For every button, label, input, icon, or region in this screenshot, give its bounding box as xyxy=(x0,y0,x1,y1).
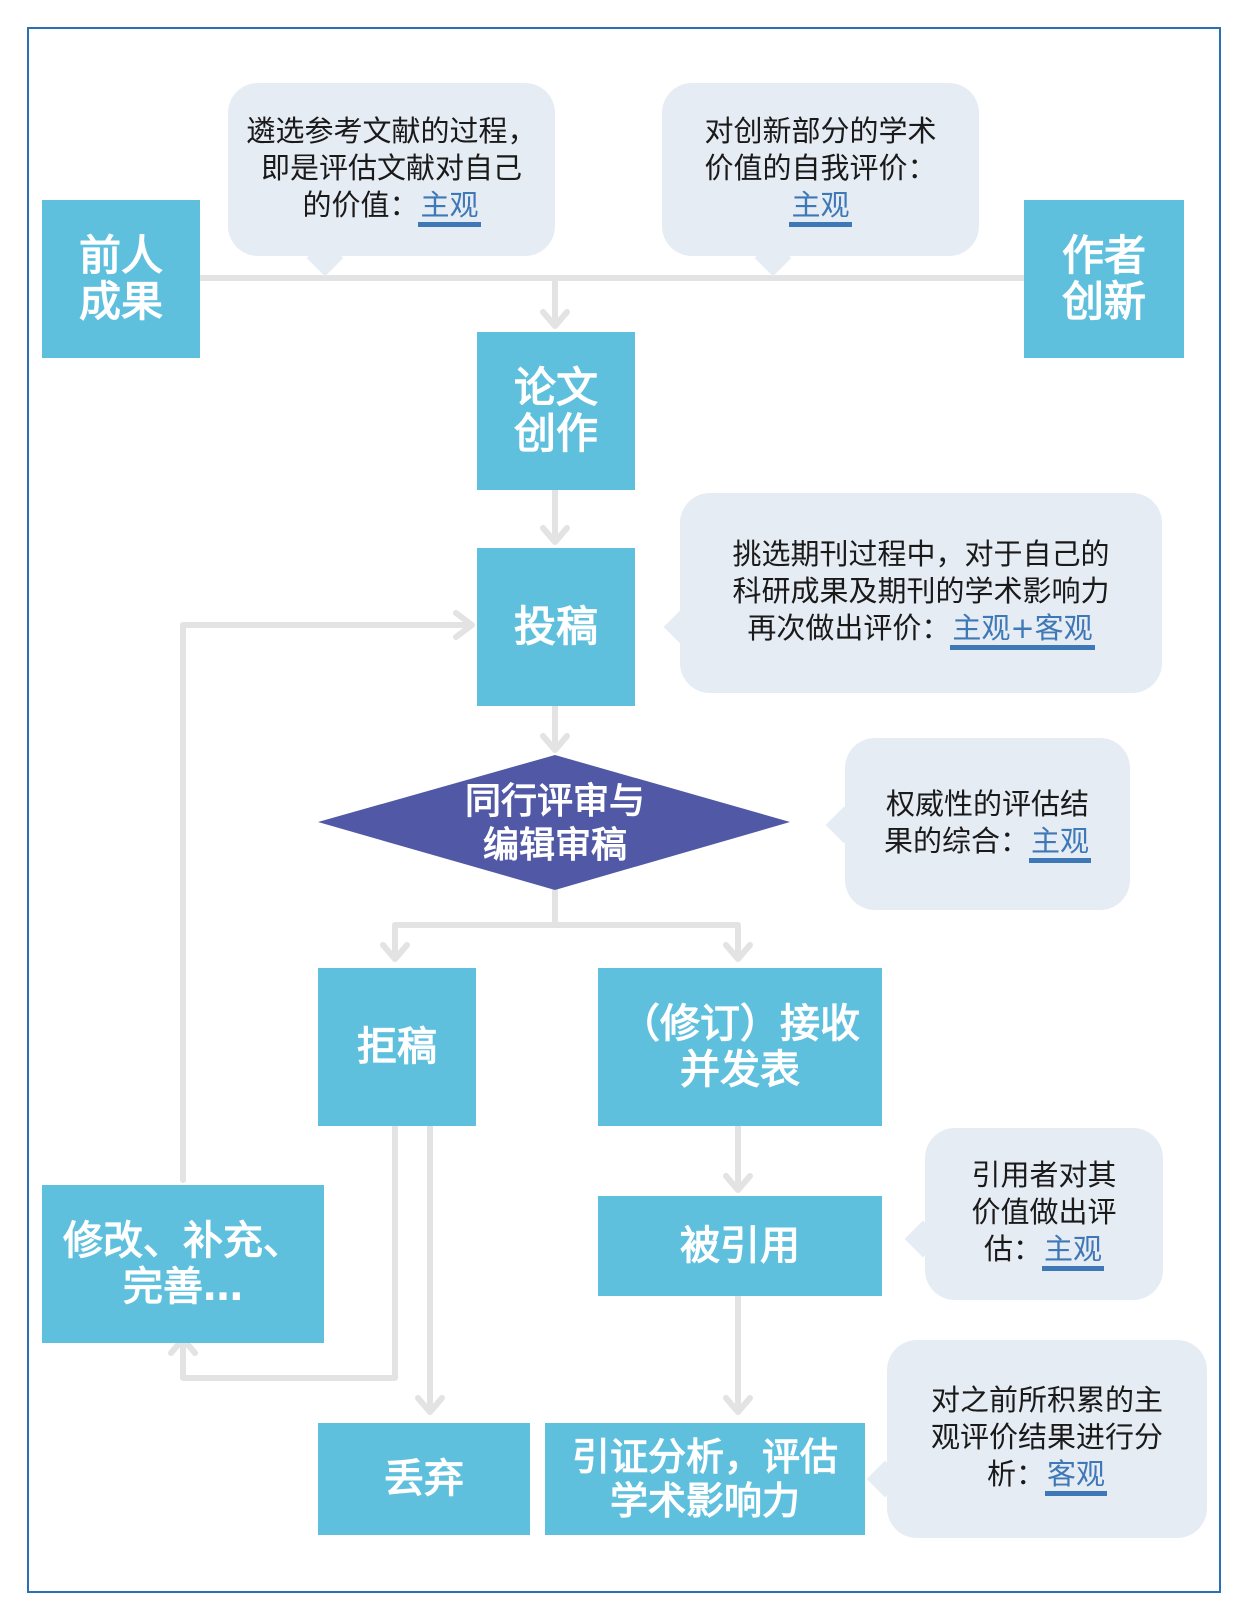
note-analysis: 对之前所积累的主 观评价结果进行分 析：客观 xyxy=(887,1340,1207,1538)
note-references: 遴选参考文献的过程， 即是评估文献对自己 的价值：主观 xyxy=(228,83,555,256)
review-diamond-label: 同行评审与 编辑审稿 xyxy=(464,781,645,866)
arrowhead-submission-loop xyxy=(453,610,475,640)
arrowhead-rejection xyxy=(380,942,410,962)
node-prior-results: 前人 成果 xyxy=(42,200,200,358)
note-journal-selection: 挑选期刊过程中，对于自己的 科研成果及期刊的学术影响力 再次做出评价：主观+客观 xyxy=(680,493,1162,693)
arrowhead-review xyxy=(540,733,570,753)
node-revise: 修改、补充、 完善… xyxy=(42,1185,324,1343)
arrowhead-discard xyxy=(415,1395,445,1415)
arrowhead-submission xyxy=(540,525,570,545)
note-citer-evaluation: 引用者对其 价值做出评 估：主观 xyxy=(925,1128,1163,1300)
arrowhead-acceptance xyxy=(723,942,753,962)
diagram-frame xyxy=(27,27,1221,1593)
review-diamond xyxy=(318,755,790,890)
node-rejection: 拒稿 xyxy=(318,968,476,1126)
objective-tag: 客观 xyxy=(1044,1457,1107,1496)
note-innovation: 对创新部分的学术 价值的自我评价： 主观 xyxy=(662,83,979,256)
node-paper-writing: 论文 创作 xyxy=(477,332,635,490)
connector-revise-to-submission xyxy=(180,622,471,1183)
note-review-result: 权威性的评估结 果的综合：主观 xyxy=(845,738,1130,910)
node-submission: 投稿 xyxy=(477,548,635,706)
node-cited: 被引用 xyxy=(598,1196,882,1296)
connector-rejection-to-revise xyxy=(180,1123,398,1381)
arrowhead-analysis xyxy=(723,1395,753,1415)
subjective-tag: 主观 xyxy=(418,188,481,227)
subjective-tag: 主观 xyxy=(789,188,852,227)
node-author-innovation: 作者 创新 xyxy=(1024,200,1184,358)
node-acceptance: （修订）接收 并发表 xyxy=(598,968,882,1126)
node-citation-analysis: 引证分析，评估 学术影响力 xyxy=(545,1423,865,1535)
connector-review-split xyxy=(392,887,741,958)
subjective-objective-tag: 主观+客观 xyxy=(950,611,1095,650)
subjective-tag: 主观 xyxy=(1041,1232,1104,1271)
subjective-tag: 主观 xyxy=(1029,824,1092,863)
arrowhead-writing xyxy=(540,309,570,329)
arrowhead-cited xyxy=(723,1173,753,1193)
node-discard: 丢弃 xyxy=(318,1423,530,1535)
